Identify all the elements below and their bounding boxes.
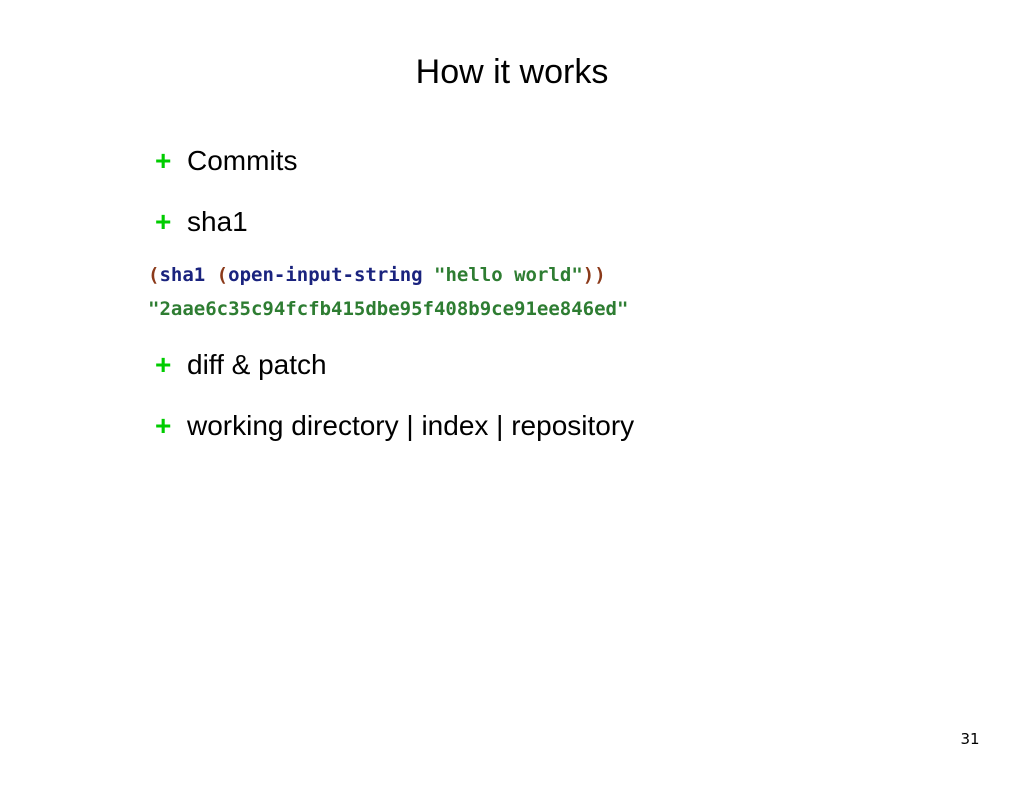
code-space — [423, 264, 434, 286]
bullet-text: sha1 — [187, 206, 248, 237]
page-number: 31 — [960, 730, 980, 748]
bullet-sha1: + sha1 — [155, 204, 248, 240]
code-paren: ( — [148, 264, 160, 286]
plus-icon: + — [155, 206, 172, 237]
code-paren: ( — [216, 264, 229, 286]
code-line-sha1-call: (sha1 (open-input-string "hello world")) — [148, 262, 606, 288]
slide-title: How it works — [415, 53, 609, 91]
bullet-text: Commits — [187, 145, 298, 176]
bullet-working-directory: + working directory | index | repository — [155, 408, 634, 444]
bullet-text: working directory | index | repository — [187, 410, 635, 441]
plus-icon: + — [155, 349, 172, 380]
code-function: sha1 — [159, 264, 206, 286]
code-string: "hello world" — [434, 264, 583, 286]
bullet-text: diff & patch — [187, 349, 327, 380]
code-space — [205, 264, 216, 286]
plus-icon: + — [155, 410, 172, 441]
bullet-commits: + Commits — [155, 143, 297, 179]
code-paren: )) — [582, 264, 606, 286]
bullet-diff-patch: + diff & patch — [155, 347, 327, 383]
plus-icon: + — [155, 145, 172, 176]
code-line-hash-output: "2aae6c35c94fcfb415dbe95f408b9ce91ee846e… — [148, 298, 629, 320]
code-function: open-input-string — [228, 264, 423, 286]
